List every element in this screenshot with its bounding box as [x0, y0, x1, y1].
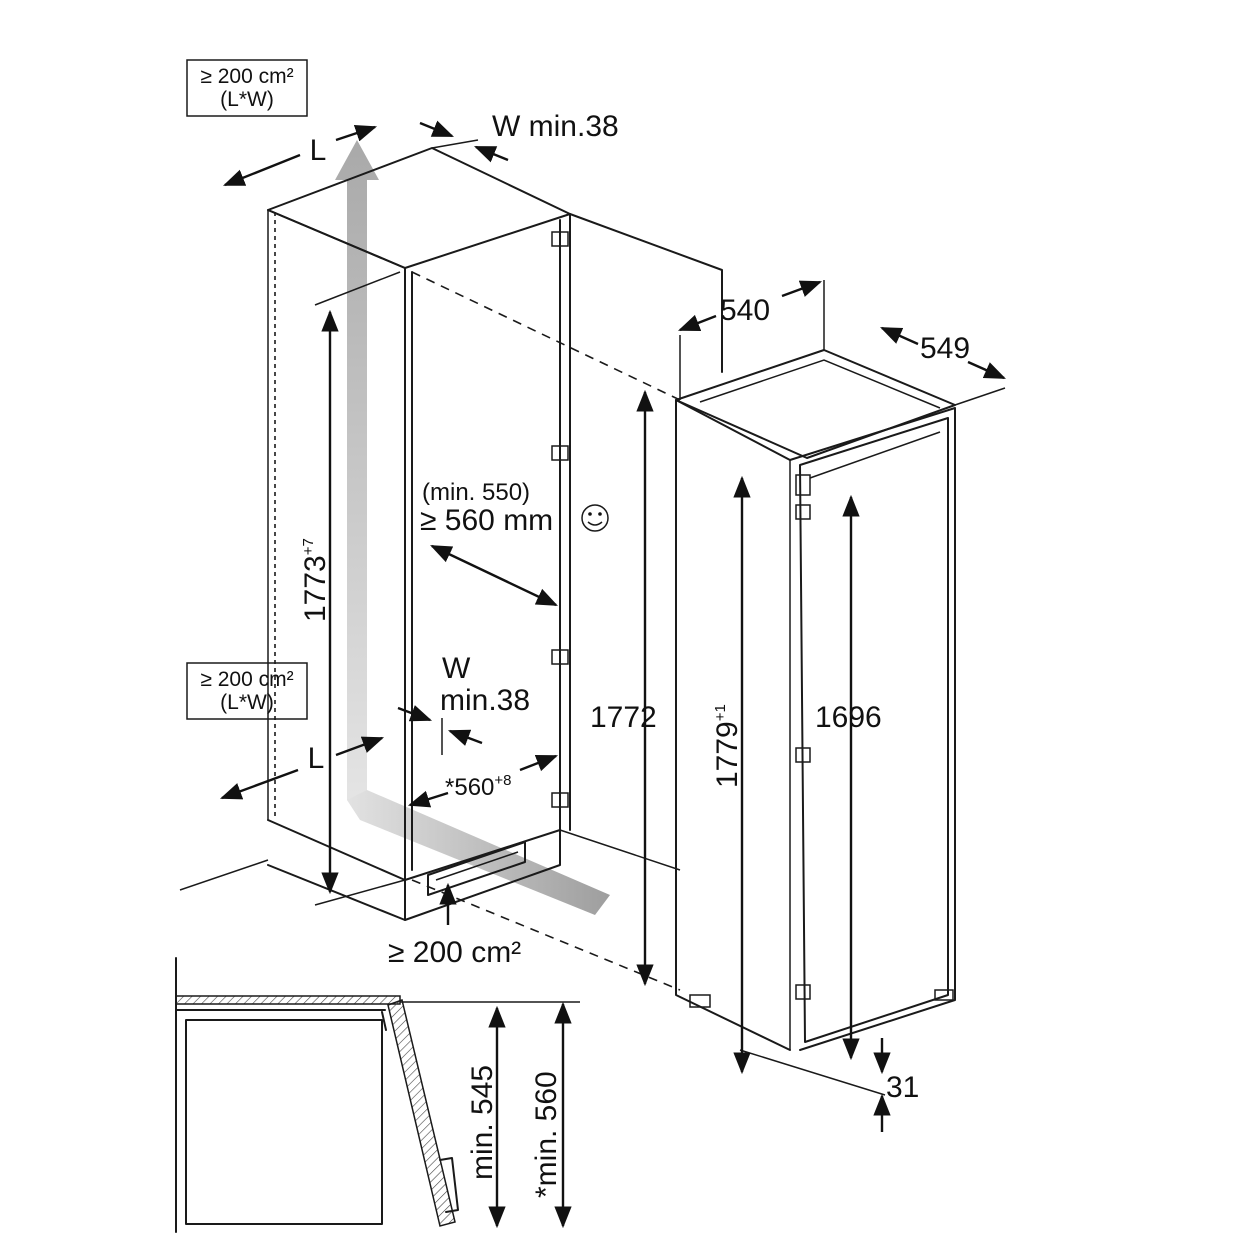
svg-text:≥ 200 cm²: ≥ 200 cm² [200, 668, 293, 691]
dimension-1779: 1779+1 [711, 475, 751, 1075]
dimension-niche-height: 1773+7 [299, 271, 401, 895]
svg-text:W: W [442, 652, 471, 685]
svg-text:1696: 1696 [815, 701, 882, 734]
dimension-w-top: W min.38 [419, 110, 619, 163]
svg-text:≥ 200 cm²: ≥ 200 cm² [388, 936, 521, 969]
section-detail [175, 957, 580, 1233]
dimension-540: 540 [677, 280, 825, 400]
dimension-1696: 1696 [815, 494, 882, 1061]
dimension-depth: (min. 550) ≥ 560 mm [420, 479, 609, 607]
dimension-1772: 1772 [590, 389, 657, 987]
svg-text:*560+8: *560+8 [445, 772, 512, 801]
dimension-min-560: *min. 560 [530, 1001, 572, 1229]
dimension-549: 549 [880, 326, 1006, 406]
svg-text:*min. 560: *min. 560 [530, 1071, 563, 1198]
airflow-up-arrow [335, 140, 379, 820]
svg-text:≥ 200 cm²: ≥ 200 cm² [200, 65, 293, 88]
hinge-icon [551, 231, 569, 808]
svg-text:1773+7: 1773+7 [299, 538, 332, 622]
dimension-L-bottom: L [219, 736, 385, 800]
svg-text:(L*W): (L*W) [220, 88, 274, 111]
hinge-icon [795, 474, 811, 1000]
svg-text:549: 549 [920, 332, 970, 365]
dimension-niche-width: *560+8 [407, 754, 559, 808]
svg-text:min. 545: min. 545 [466, 1065, 499, 1180]
svg-text:540: 540 [720, 294, 770, 327]
svg-text:31: 31 [886, 1071, 919, 1104]
vent-mid-label: ≥ 200 cm² (L*W) [186, 662, 308, 720]
svg-text:1772: 1772 [590, 701, 657, 734]
svg-text:W min.38: W min.38 [492, 110, 619, 143]
svg-text:≥ 560 mm: ≥ 560 mm [420, 504, 553, 537]
svg-text:1779+1: 1779+1 [711, 704, 744, 788]
dimension-w-mid: W min.38 [397, 652, 530, 755]
niche-cabinet [179, 140, 723, 991]
vent-bottom-label: ≥ 200 cm² [388, 882, 521, 969]
svg-text:(L*W): (L*W) [220, 691, 274, 714]
dimension-min-545: min. 545 [466, 1005, 506, 1229]
svg-text:L: L [310, 134, 327, 167]
svg-text:(min. 550): (min. 550) [422, 479, 530, 506]
svg-text:L: L [308, 742, 325, 775]
smiley-icon [581, 504, 609, 532]
dimension-L-top: L [222, 124, 378, 187]
svg-text:min.38: min.38 [440, 684, 530, 717]
vent-top-label: ≥ 200 cm² (L*W) [186, 59, 308, 117]
dimension-31: 31 [873, 1038, 919, 1132]
